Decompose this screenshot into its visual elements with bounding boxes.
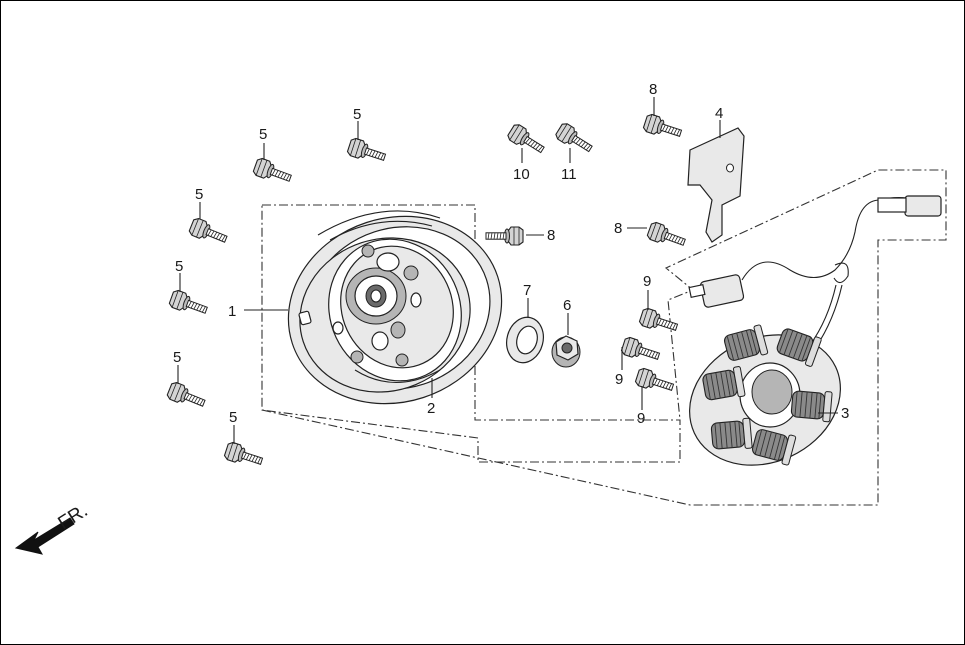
callout-flywheel: 1	[228, 303, 236, 320]
callout-bolt-9-upper: 9	[643, 273, 651, 290]
callout-bolt-9-middle: 9	[615, 371, 623, 388]
bolt-5-left-upper	[187, 216, 230, 249]
bolt-8-stator	[645, 220, 688, 252]
stator-group-boundary	[261, 169, 947, 506]
callout-bolt-5-bottom: 5	[229, 409, 237, 426]
bolt-5-bottom	[223, 440, 265, 471]
bolt-8-center	[485, 226, 524, 246]
callout-bolt-5-left-middle: 5	[175, 258, 183, 275]
callout-bolt-8-center: 8	[547, 227, 555, 244]
front-direction-indicator: FR.	[14, 500, 92, 555]
callout-bolt-11: 11	[561, 166, 577, 183]
callout-bolt-9-lower: 9	[637, 410, 645, 427]
flange-nut	[551, 335, 581, 368]
callout-bolt-5-top: 5	[353, 106, 361, 123]
front-arrow-icon	[14, 517, 75, 555]
leader-lines	[177, 97, 838, 444]
callout-stator: 3	[841, 405, 849, 422]
bolt-10	[505, 122, 548, 159]
bolt-9-middle	[620, 335, 662, 366]
callout-bracket: 4	[715, 105, 723, 122]
callout-bolt-10: 10	[513, 166, 530, 183]
callout-washer: 7	[523, 282, 531, 299]
callout-rotor-hub: 2	[427, 400, 435, 417]
wire-bracket	[687, 127, 745, 243]
callout-bolt-5-left-upper: 5	[195, 186, 203, 203]
callout-bolt-8-bracket: 8	[649, 81, 657, 98]
stator-assembly	[688, 195, 942, 466]
callout-bolt-5-top-left: 5	[259, 126, 267, 143]
bolt-5-left-middle	[167, 288, 210, 320]
bolt-5-top	[346, 136, 388, 167]
callout-bolt-8-stator: 8	[614, 220, 622, 237]
bolt-9-upper	[638, 306, 680, 337]
bolt-8-bracket	[642, 112, 684, 143]
callout-nut: 6	[563, 297, 571, 314]
bolt-5-left-lower	[165, 380, 208, 413]
callout-bolt-5-left-lower: 5	[173, 349, 181, 366]
bolt-9-lower	[634, 366, 676, 397]
washer	[506, 316, 544, 364]
rotor-hub	[328, 238, 462, 384]
bolt-11	[553, 121, 596, 158]
bolt-5-top-left	[251, 156, 294, 188]
